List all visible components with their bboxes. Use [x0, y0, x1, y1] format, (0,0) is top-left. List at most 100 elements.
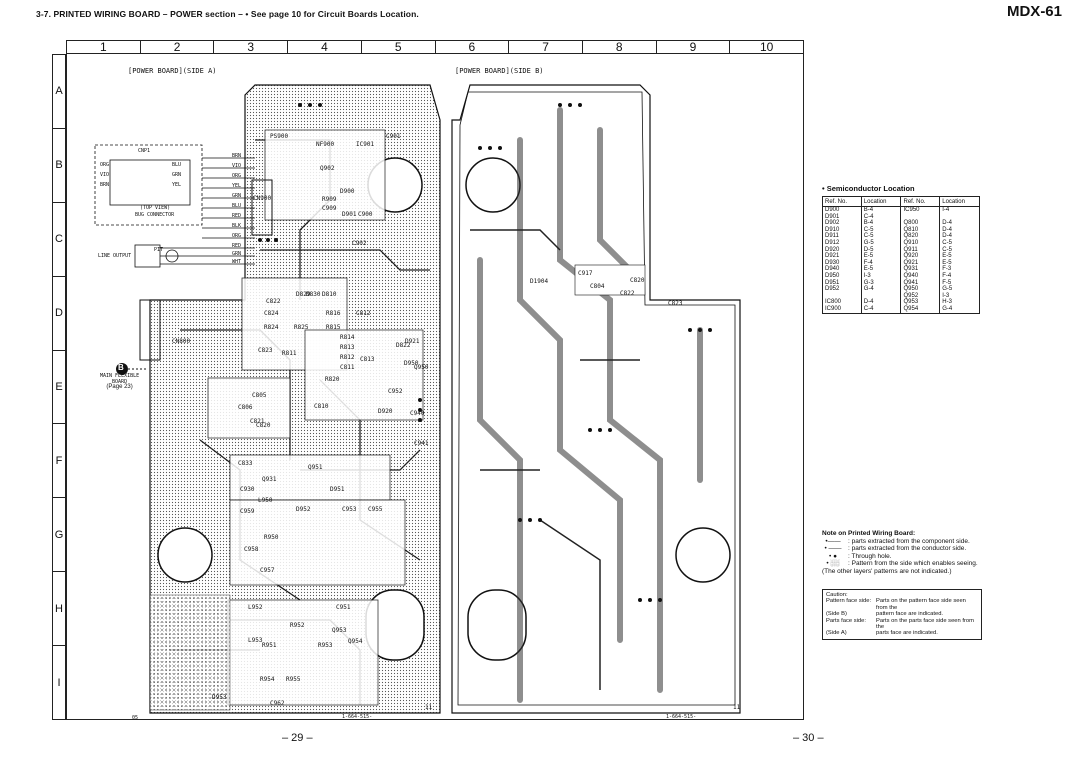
table-cell: F-4 [860, 259, 902, 267]
component-label: R955 [286, 676, 301, 683]
main-flexible-line2: BOARD [112, 378, 128, 385]
note-item: • ░░: Pattern from the side which enable… [822, 560, 1022, 568]
component-label: C930 [240, 486, 255, 493]
column-label: 5 [362, 41, 436, 53]
wire-color: BLK [232, 223, 242, 229]
note-text: : parts extracted from the component sid… [848, 537, 970, 545]
column-label: 9 [657, 41, 731, 53]
table-cell: G-5 [860, 239, 902, 247]
component-label: C951 [336, 604, 351, 611]
column-header: Location [939, 196, 980, 207]
component-label: C957 [260, 567, 275, 574]
component-label: Q954 [348, 638, 363, 645]
component-label: C811 [340, 364, 355, 371]
component-label: C824 [264, 310, 279, 317]
table-cell: C-4 [860, 213, 902, 221]
semiconductor-title: • Semiconductor Location [822, 184, 915, 193]
main-flexible-page: (Page 23) [106, 384, 133, 390]
notes-footer: (The other layers' patterns are not indi… [822, 567, 952, 575]
column-label: 10 [760, 40, 774, 54]
corner-code: 05 [132, 715, 139, 721]
component-label: D951 [330, 486, 345, 493]
table-cell: G-5 [939, 286, 980, 293]
table-cell: D950 [822, 272, 862, 280]
column-label: 7 [509, 41, 583, 53]
note-item: • ——: parts extracted from the conductor… [822, 545, 1022, 553]
component-label: R909 [322, 196, 337, 203]
table-cell: Q800 [900, 220, 941, 227]
component-label: D921 [405, 338, 420, 345]
row-label: B [53, 129, 65, 203]
component-label: R812 [340, 354, 355, 361]
caution-row: Parts face side:Parts on the parts face … [826, 618, 978, 631]
caution-value: pattern face are indicated. [876, 611, 944, 618]
component-label: PS900 [270, 133, 289, 140]
table-cell: E-5 [939, 259, 980, 267]
connector-diagram [94, 144, 255, 268]
component-label: D822 [396, 342, 411, 349]
caution-row: Pattern face side:Parts on the pattern f… [826, 598, 978, 611]
section-title-text: 3-7. PRINTED WIRING BOARD – POWER sectio… [36, 9, 243, 19]
connector-pin: YEL [172, 182, 182, 188]
component-label: Q902 [320, 165, 335, 172]
caution-box: Caution: Pattern face side:Parts on the … [822, 589, 982, 640]
table-cell: C-5 [939, 239, 980, 247]
component-label: C805 [252, 392, 267, 399]
table-cell: D-4 [939, 226, 980, 234]
component-label: Q953 [332, 627, 347, 634]
caution-key: Pattern face side: [826, 598, 872, 605]
wire-color: RED [232, 213, 242, 219]
column-header: Location [860, 196, 902, 207]
connector-view-note: (TOP VIEW) [140, 205, 171, 211]
component-label: C812 [356, 310, 371, 317]
semiconductor-location: • Semiconductor Location Ref. No. Locati… [822, 184, 982, 314]
component-label: C902 [352, 240, 367, 247]
table-cell: D940 [822, 266, 862, 273]
note-text: : parts extracted from the conductor sid… [848, 545, 967, 553]
component-label: R816 [326, 310, 341, 317]
component-label: C941 [414, 440, 429, 447]
wire-color: RED [232, 243, 242, 249]
note-text: : Through hole. [848, 552, 892, 560]
row-label: H [53, 572, 65, 647]
component-side-symbol-icon: •—— [825, 537, 841, 545]
table-cell: IC900 [822, 305, 862, 313]
table-cell: Q810 [900, 226, 941, 234]
semiconductor-table: Ref. No. Location Ref. No. Location D900… [822, 196, 980, 314]
component-label: D829 [296, 291, 311, 298]
component-label: D1904 [530, 278, 549, 285]
through-hole-symbol-icon: • ● [828, 552, 837, 560]
column-label: 8 [583, 41, 657, 53]
page-number-left: – 29 – [282, 732, 313, 744]
table-cell [900, 213, 941, 221]
table-cell: D952 [822, 286, 862, 293]
row-label: D [53, 277, 65, 351]
row-label: F [53, 424, 65, 499]
note-item: •—— : parts extracted from the component … [822, 538, 1022, 546]
connector-type-note: BUG CONNECTOR [135, 212, 175, 218]
connector-name: CNP1 [138, 148, 151, 154]
component-label: C962 [270, 700, 285, 707]
component-label: NF900 [316, 141, 335, 148]
side-a-code: 1-664-515- [342, 714, 373, 720]
caution-key: (Side A) [826, 630, 847, 637]
wire-color: VIO [232, 163, 242, 169]
component-label: Q931 [262, 476, 277, 483]
table-cell: Q954 [900, 305, 941, 313]
caution-key: (Side B) [826, 611, 847, 618]
component-label: CN800 [172, 338, 191, 345]
column-label: 6 [436, 41, 510, 53]
row-ruler: A B C D E F G H I [52, 54, 66, 720]
row-label: C [53, 203, 65, 277]
component-label: R813 [340, 344, 355, 351]
component-label: R951 [262, 642, 277, 649]
component-label: C901 [386, 133, 401, 140]
table-cell: F-3 [939, 266, 980, 273]
main-flexible-label: MAIN FLEXIBLE BOARD (Page 23) [100, 373, 139, 391]
caution-title: Caution: [826, 592, 848, 598]
